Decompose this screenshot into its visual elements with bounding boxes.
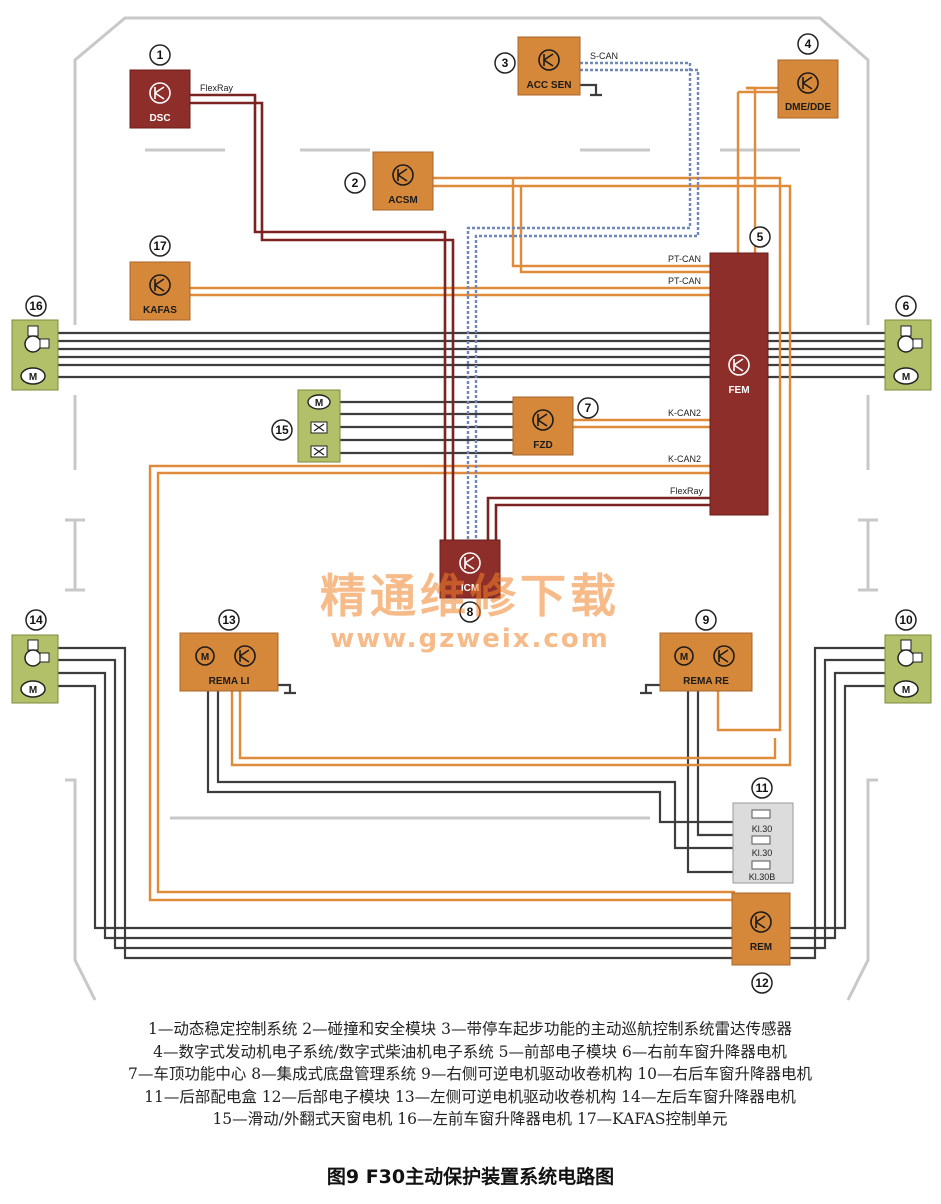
vehicle-outline [65,16,878,1001]
fuse-3-label: Kl.30B [749,872,776,882]
marker-1: 1 [157,48,164,62]
marker-13: 13 [222,613,236,627]
marker-11: 11 [756,781,769,795]
marker-5: 5 [757,230,764,244]
rema-li-module: M REMA LI [179,632,279,692]
rema-li-label: REMA LI [209,676,250,687]
number-markers [25,33,917,994]
marker-14: 14 [29,613,43,627]
distribution-box: Kl.30 Kl.30 Kl.30B [732,802,794,884]
marker-8: 8 [467,605,474,619]
left-rear-window-motor: M [11,634,59,704]
marker-15: 15 [275,423,289,437]
marker-16: 16 [29,299,43,313]
dme-label: DME/DDE [785,102,831,113]
sunroof-motor: M [297,389,341,463]
fem-module: FEM [709,252,769,516]
icm-label: ICM [461,583,479,594]
icm-module: ICM [439,539,501,599]
marker-4: 4 [805,37,812,51]
pt-can-label-1: PT-CAN [668,254,701,264]
dsc-label: DSC [149,113,170,124]
rem-module: REM [731,892,791,966]
marker-3: 3 [502,56,509,70]
s-can-label: S-CAN [590,51,618,61]
sunroof-motor-symbol: M [315,398,323,409]
legend: 1—动态稳定控制系统 2—碰撞和安全模块 3—带停车起步功能的主动巡航控制系统雷… [30,1018,910,1131]
marker-7: 7 [585,401,592,415]
rema-li-motor: M [201,652,209,663]
acsm-label: ACSM [388,195,417,206]
right-rear-motor-symbol: M [902,685,910,696]
kafas-module: KAFAS [129,261,191,321]
rema-re-module: M REMA RE [659,632,753,692]
left-rear-motor-symbol: M [29,685,37,696]
dark-wires [58,83,885,960]
kafas-label: KAFAS [143,305,177,316]
k-can2-label-1: K-CAN2 [668,408,701,418]
marker-6: 6 [903,299,910,313]
orange-wires [148,86,792,902]
acc-sen-module: ACC SEN [517,36,581,96]
marker-12: 12 [755,976,769,990]
fuse-2-label: Kl.30 [752,848,773,858]
marker-17: 17 [153,239,167,253]
s-can-wires [466,61,700,545]
left-front-motor-symbol: M [29,372,37,383]
right-front-window-motor: M [884,319,932,391]
right-front-motor-symbol: M [902,372,910,383]
marker-9: 9 [703,613,710,627]
fzd-module: FZD [512,396,574,456]
flexray-wires [190,93,710,545]
legend-line-4: 11—后部配电盒 12—后部电子模块 13—左侧可逆电机驱动收卷机构 14—左后… [144,1087,796,1106]
acc-sen-label: ACC SEN [526,80,571,91]
k-can2-label-2: K-CAN2 [668,454,701,464]
left-front-window-motor: M [11,319,59,391]
fuse-1-label: Kl.30 [752,824,773,834]
legend-line-3: 7—车顶功能中心 8—集成式底盘管理系统 9—右侧可逆电机驱动收卷机构 10—右… [127,1065,813,1083]
flexray-fem-label: FlexRay [670,486,704,496]
rema-re-label: REMA RE [683,676,729,687]
right-rear-window-motor: M [884,634,932,704]
rem-label: REM [750,942,772,953]
figure-caption: 图9 F30主动保护装置系统电路图 [326,1166,615,1188]
flexray-dsc-label: FlexRay [200,83,234,93]
dsc-module: DSC [129,69,191,129]
fem-label: FEM [728,385,749,396]
dme-module: DME/DDE [777,59,839,119]
acsm-module: ACSM [372,151,434,211]
marker-10: 10 [899,613,913,627]
legend-line-5: 15—滑动/外翻式天窗电机 16—左前车窗升降器电机 17—KAFAS控制单元 [212,1110,728,1128]
fzd-label: FZD [533,440,552,451]
marker-2: 2 [352,176,359,190]
legend-line-1: 1—动态稳定控制系统 2—碰撞和安全模块 3—带停车起步功能的主动巡航控制系统雷… [148,1020,792,1038]
rema-re-motor: M [680,652,688,663]
pt-can-label-2: PT-CAN [668,276,701,286]
legend-line-2: 4—数字式发动机电子系统/数字式柴油机电子系统 5—前部电子模块 6—右前车窗升… [153,1042,787,1061]
